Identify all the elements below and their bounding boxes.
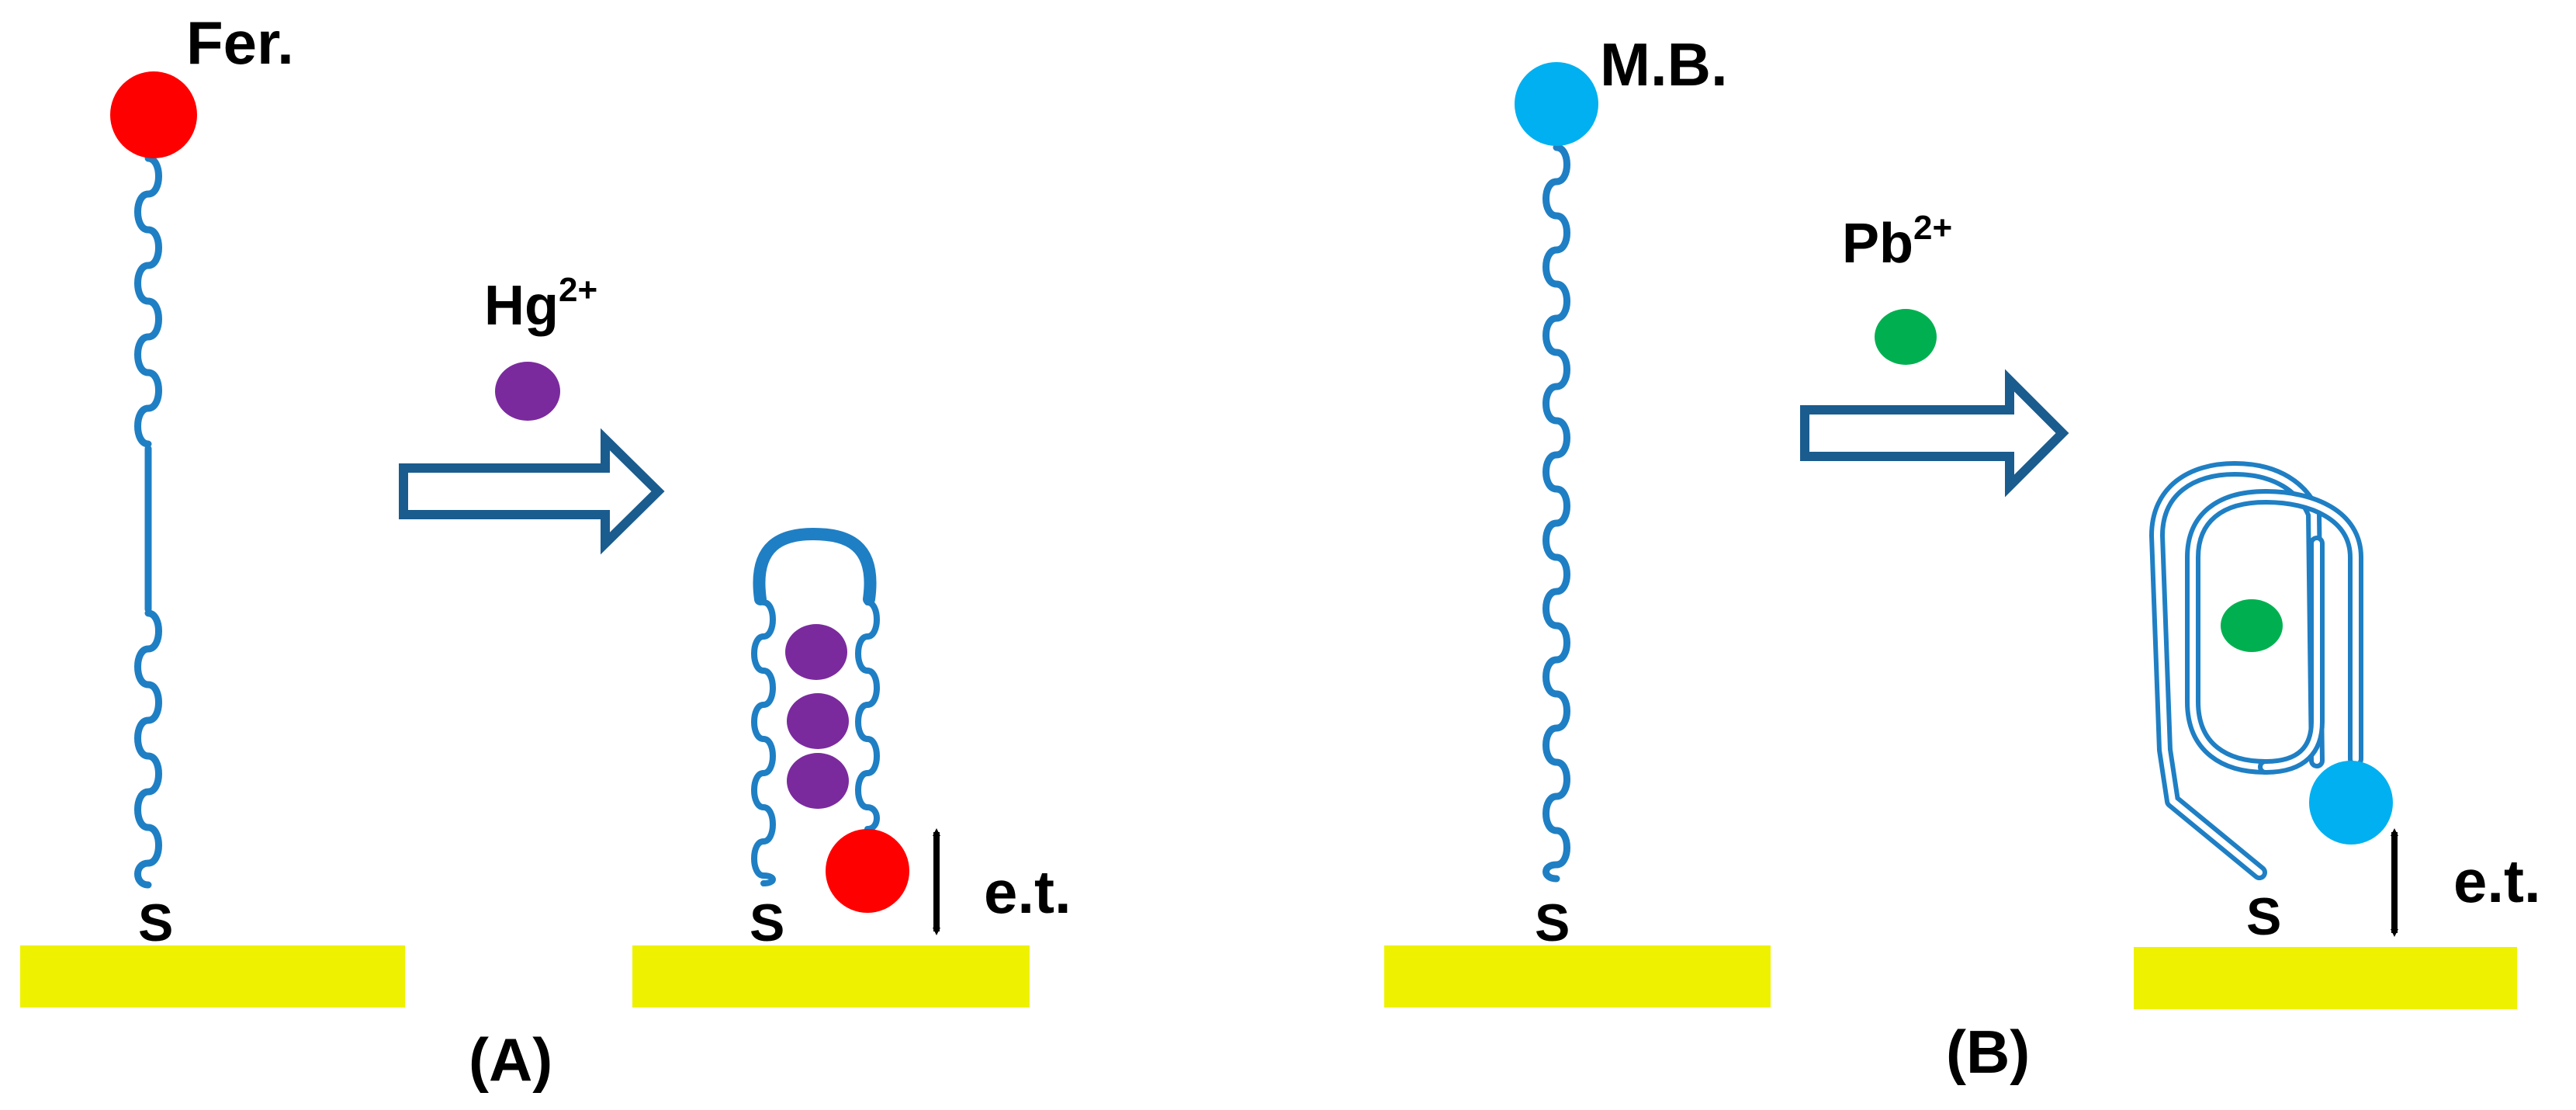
sulfur-a-right: S (750, 893, 784, 952)
quadruplex-b (2149, 461, 2363, 880)
ferrocene-a-left (110, 71, 197, 158)
methylene-blue-b-left (1515, 62, 1598, 146)
hg-bound-3 (787, 753, 849, 809)
electrode-a-right (632, 945, 1030, 1008)
electron-transfer-b: e.t. (2453, 847, 2541, 915)
hg-ion (495, 362, 560, 421)
reaction-arrow-b (1800, 369, 2069, 498)
methylene-blue-b-right (2309, 761, 2393, 845)
electrode-b-right (2134, 947, 2517, 1009)
pb-bound (2221, 599, 2283, 652)
panel-a-label: (A) (469, 1025, 552, 1094)
electrode-a-left (20, 945, 405, 1008)
hg-bound-2 (787, 693, 849, 749)
pb-ion-label: Pb2+ (1842, 209, 1952, 275)
probe-b-strand (1542, 144, 1570, 883)
ferrocene-a-right (826, 829, 909, 913)
sulfur-a-left: S (138, 893, 173, 952)
ferrocene-label: Fer. (186, 9, 294, 77)
panel-a: S Fer. Hg2+ S e.t. (A) (20, 9, 1072, 1094)
hg-bound-1 (785, 624, 847, 680)
panel-b: S M.B. Pb2+ S e.t. (B) (1384, 30, 2541, 1086)
pb-ion (1875, 309, 1937, 365)
electrode-b-left (1384, 945, 1771, 1008)
hairpin-a (751, 527, 880, 886)
sulfur-b-left: S (1535, 893, 1570, 952)
probe-a-strand (134, 154, 162, 889)
reaction-arrow-a (399, 428, 665, 555)
electron-transfer-a: e.t. (984, 858, 1072, 926)
panel-b-label: (B) (1946, 1018, 2030, 1086)
methylene-blue-label: M.B. (1600, 30, 1728, 99)
sulfur-b-right: S (2246, 887, 2281, 946)
hg-ion-label: Hg2+ (484, 271, 597, 337)
